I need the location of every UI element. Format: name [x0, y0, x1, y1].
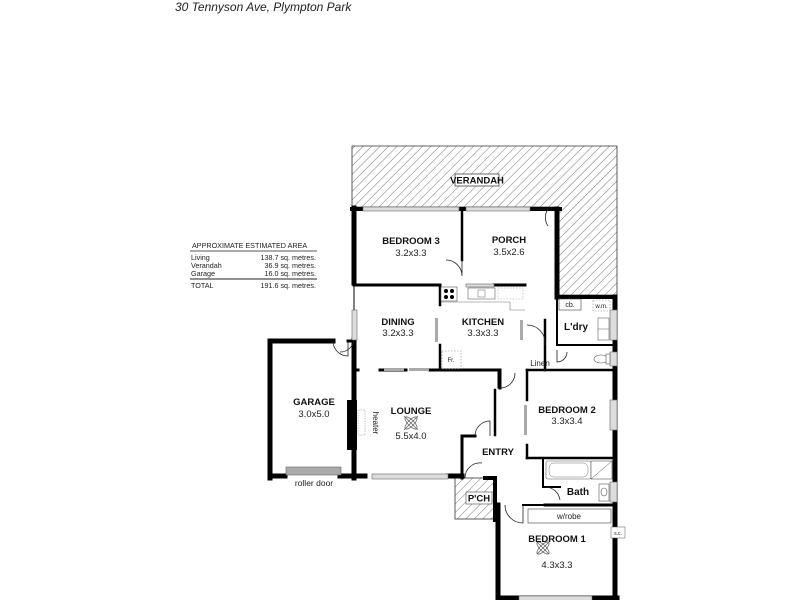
front-porch: P'CH [454, 477, 496, 520]
area-row-value: 138.7 sq. metres. [260, 253, 316, 262]
room-dining-name: DINING [381, 317, 414, 328]
room-lounge-size: 5.5x4.0 [395, 431, 426, 442]
verandah: VERANDAH [351, 145, 618, 296]
area-row-value: 36.9 sq. metres. [264, 261, 316, 270]
room-porch-name: PORCH [492, 235, 526, 246]
area-total-value: 191.6 sq. metres. [260, 281, 316, 290]
washing-machine-label: w.m. [594, 304, 608, 310]
area-table: APPROXIMATE ESTIMATED AREA Living 138.7 … [190, 241, 317, 290]
room-bedroom2-name: BEDROOM 2 [538, 405, 596, 416]
area-row-label: Garage [191, 269, 215, 278]
room-bedroom1-size: 4.3x3.3 [541, 560, 572, 571]
room-kitchen-size: 3.3x3.3 [467, 328, 498, 339]
property-address-title: 30 Tennyson Ave, Plympton Park [175, 0, 352, 14]
room-porch-size: 3.5x2.6 [493, 247, 524, 258]
smoke-detector-label: s.c. [614, 531, 622, 537]
fridge-label: Fr. [448, 358, 455, 364]
room-garage-size: 3.0x5.0 [298, 409, 329, 420]
room-entry-name: ENTRY [482, 447, 515, 458]
cupboard-label: cb. [565, 302, 574, 309]
room-laundry-name: L'dry [564, 322, 588, 333]
area-total-label: TOTAL [191, 281, 214, 290]
area-row-label: Living [191, 253, 210, 262]
verandah-label: VERANDAH [450, 176, 504, 187]
room-bedroom3-name: BEDROOM 3 [382, 236, 440, 247]
area-row-value: 16.0 sq. metres. [264, 269, 316, 278]
heater-label: heater [371, 412, 380, 435]
ceiling-fan-icon [403, 415, 419, 431]
room-bedroom1-name: BEDROOM 1 [528, 534, 586, 545]
room-bedroom3-size: 3.2x3.3 [395, 248, 426, 259]
room-bath-name: Bath [567, 487, 589, 498]
wardrobe-label: w/robe [556, 512, 582, 521]
room-bedroom2-size: 3.3x3.4 [551, 416, 582, 427]
room-garage-name: GARAGE [293, 397, 335, 408]
area-table-heading: APPROXIMATE ESTIMATED AREA [192, 241, 307, 250]
room-dining-size: 3.2x3.3 [382, 328, 413, 339]
room-linen-name: Linen [530, 359, 550, 368]
area-row-label: Verandah [191, 261, 222, 270]
room-lounge-name: LOUNGE [391, 406, 432, 417]
room-labels: BEDROOM 3 3.2x3.3 PORCH 3.5x2.6 DINING 3… [293, 235, 596, 571]
room-kitchen-name: KITCHEN [462, 317, 504, 328]
windows [285, 206, 618, 600]
pch-label: P'CH [468, 494, 490, 505]
ceiling-fan-icon [536, 541, 550, 555]
doors [332, 208, 568, 524]
roller-door-label: roller door [295, 478, 333, 488]
fixtures: Fr. cb. w.m. w/robe s.c. heater [347, 286, 626, 539]
